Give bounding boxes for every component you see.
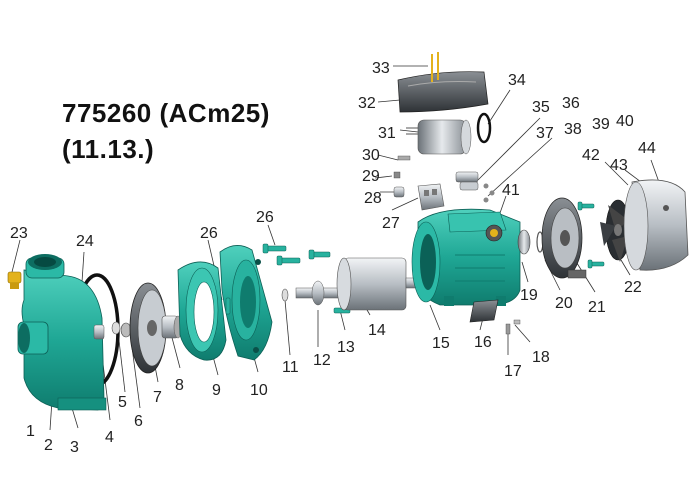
part-label: 37: [536, 125, 554, 142]
part-label: 5: [118, 394, 127, 411]
part-19-bearing: [517, 229, 531, 255]
part-15-motor-body: [411, 208, 521, 306]
part-label: 30: [362, 147, 380, 164]
part-label: 44: [638, 140, 656, 157]
part-16-base: [469, 299, 499, 323]
part-label: 36: [562, 95, 580, 112]
part-label: 38: [564, 121, 582, 138]
part-8-mechanical-seal: [161, 315, 183, 339]
part-label: 20: [555, 295, 573, 312]
part-label: 15: [432, 335, 450, 352]
part-21-screws: [577, 201, 605, 269]
model-title: 775260 (ACm25): [62, 98, 270, 128]
part-42-fan-cover: [623, 179, 689, 271]
part-label: 18: [532, 349, 550, 366]
part-label: 35: [532, 99, 550, 116]
part-label: 31: [378, 125, 396, 142]
part-label: 39: [592, 116, 610, 133]
part-9-volute-cover: [177, 261, 227, 361]
part-28-clip: [393, 186, 405, 198]
part-label: 33: [372, 60, 390, 77]
part-label: 13: [337, 339, 355, 356]
part-26-bolts: [225, 243, 331, 315]
part-23-plug: [7, 271, 22, 289]
part-label: 26: [256, 209, 274, 226]
part-label: 10: [250, 382, 268, 399]
part-29-screw: [393, 171, 401, 179]
part-label: 19: [520, 287, 538, 304]
part-11-circlip: [281, 288, 289, 302]
part-10-bracket: [219, 245, 273, 361]
part-label: 7: [153, 389, 162, 406]
part-label: 6: [134, 413, 143, 430]
part-5-washer: [111, 321, 121, 335]
part-label: 24: [76, 233, 94, 250]
part-label: 2: [44, 437, 53, 454]
part-label: 28: [364, 190, 382, 207]
part-label: 32: [358, 95, 376, 112]
part-35-40-terminal-parts: [455, 171, 495, 203]
part-4-seal: [93, 324, 105, 340]
part-33-cable: [431, 52, 439, 82]
part-30-wire: [397, 155, 411, 161]
part-label: 1: [26, 423, 35, 440]
part-label: 11: [282, 359, 299, 376]
part-label: 17: [504, 363, 522, 380]
part-label: 42: [582, 147, 600, 164]
part-label: 14: [368, 322, 386, 339]
part-label: 9: [212, 382, 221, 399]
part-label: 23: [10, 225, 28, 242]
part-label: 8: [175, 377, 184, 394]
part-label: 26: [200, 225, 218, 242]
part-7-impeller: [129, 282, 167, 374]
part-label: 29: [362, 168, 380, 185]
part-17-screw: [505, 323, 511, 335]
revision-date: (11.13.): [62, 134, 155, 164]
part-label: 3: [70, 439, 79, 456]
part-3-pump-housing: [17, 254, 107, 411]
part-6-nut: [120, 322, 132, 338]
part-label: 22: [624, 279, 642, 296]
part-27-terminal-block: [417, 183, 445, 211]
part-label: 40: [616, 113, 634, 130]
part-label: 34: [508, 72, 526, 89]
part-label: 12: [313, 352, 331, 369]
part-label: 41: [502, 182, 520, 199]
part-31-capacitor: [406, 119, 472, 155]
part-18-washer: [513, 319, 521, 325]
part-label: 21: [588, 299, 606, 316]
part-22-fan: [600, 199, 631, 262]
part-label: 4: [105, 429, 114, 446]
part-label: 16: [474, 334, 492, 351]
part-label: 43: [610, 157, 628, 174]
part-34-gasket: [476, 112, 492, 144]
part-21-end-cover: [541, 197, 587, 279]
part-label: 27: [382, 215, 400, 232]
part-32-box-cover: [397, 71, 489, 113]
